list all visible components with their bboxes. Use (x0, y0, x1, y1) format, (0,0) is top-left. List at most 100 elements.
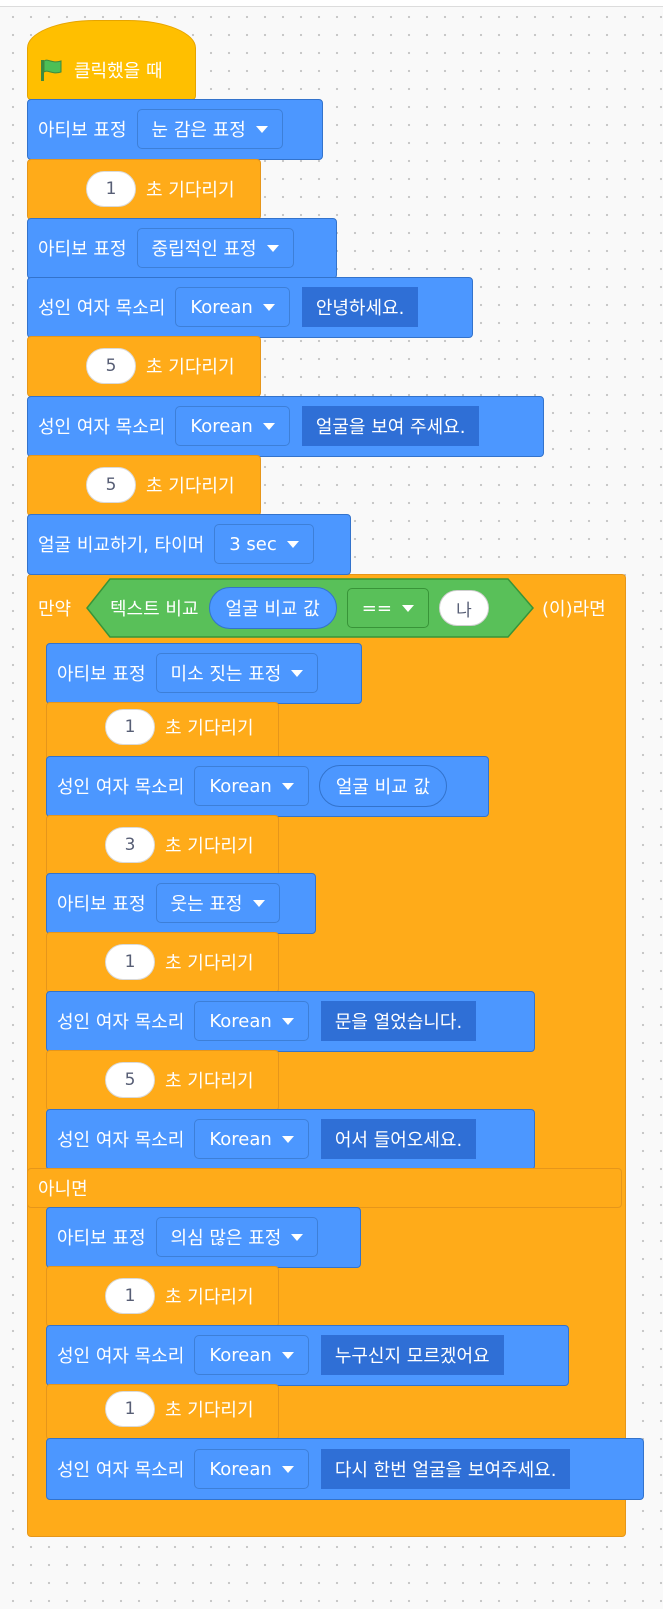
block-label: 성인 여자 목소리 (57, 1130, 185, 1151)
else-row: 아니면 (38, 1174, 88, 1202)
speech-text-input[interactable]: 누구신지 모르겠어요 (320, 1335, 504, 1375)
if-suffix-row: (이)라면 (542, 588, 606, 628)
speak-row: 성인 여자 목소리 Korean 얼굴을 보여 주세요. (38, 405, 480, 447)
wait-row: 5 초 기다리기 (105, 1060, 254, 1100)
language-dropdown[interactable]: Korean (194, 1119, 309, 1159)
language-dropdown[interactable]: Korean (175, 406, 290, 446)
speak-row: 성인 여자 목소리 Korean 어서 들어오세요. (57, 1118, 477, 1160)
wait-seconds-input[interactable]: 3 (105, 827, 155, 863)
expression-dropdown[interactable]: 중립적인 표정 (136, 228, 294, 268)
expression-row: 아티보 표정 웃는 표정 (57, 882, 280, 924)
caret-down-icon (291, 669, 304, 677)
block-label: 성인 여자 목소리 (57, 1460, 185, 1481)
block-label: 아티보 표정 (38, 120, 127, 141)
face-compare-value-reporter[interactable]: 얼굴 비교 값 (208, 587, 337, 629)
dropdown-value: Korean (190, 415, 253, 437)
wait-seconds-input[interactable]: 1 (105, 1278, 155, 1314)
caret-down-icon (281, 1017, 294, 1025)
dropdown-value: 미소 짓는 표정 (170, 664, 282, 685)
caret-down-icon (281, 1465, 294, 1473)
dropdown-value: Korean (209, 1344, 272, 1366)
wait-seconds-input[interactable]: 1 (105, 709, 155, 745)
caret-down-icon (262, 303, 275, 311)
block-label: 아티보 표정 (57, 1228, 146, 1249)
language-dropdown[interactable]: Korean (175, 287, 290, 327)
speak-row: 성인 여자 목소리 Korean 누구신지 모르겠어요 (57, 1334, 504, 1376)
caret-down-icon (291, 1233, 304, 1241)
top-edge (0, 0, 663, 7)
speech-text-input[interactable]: 어서 들어오세요. (320, 1119, 477, 1159)
expression-row: 아티보 표정 중립적인 표정 (38, 227, 294, 269)
speech-text-input[interactable]: 안녕하세요. (301, 287, 419, 327)
speak-row: 성인 여자 목소리 Korean 다시 한번 얼굴을 보여주세요. (57, 1448, 571, 1490)
block-label: 초 기다리기 (165, 836, 254, 857)
block-label: 성인 여자 목소리 (57, 1346, 185, 1367)
wait-row: 1 초 기다리기 (105, 1276, 254, 1316)
language-dropdown[interactable]: Korean (194, 1001, 309, 1041)
operator-dropdown[interactable]: == (346, 588, 429, 628)
caret-down-icon (286, 540, 299, 548)
caret-down-icon (281, 782, 294, 790)
dropdown-value: 의심 많은 표정 (170, 1228, 282, 1249)
hat-row: 클릭했을 때 (38, 50, 163, 90)
dropdown-value: 3 sec (229, 533, 277, 555)
dropdown-value: Korean (209, 1458, 272, 1480)
wait-block[interactable] (46, 932, 279, 993)
block-label: 성인 여자 목소리 (38, 298, 166, 319)
if-suffix: (이)라면 (542, 599, 606, 620)
caret-down-icon (401, 604, 414, 612)
expression-dropdown[interactable]: 미소 짓는 표정 (155, 653, 319, 693)
language-dropdown[interactable]: Korean (194, 1335, 309, 1375)
block-label: 아티보 표정 (57, 664, 146, 685)
green-flag-icon (41, 59, 62, 81)
wait-row: 1 초 기다리기 (86, 169, 235, 209)
wait-seconds-input[interactable]: 5 (86, 348, 136, 384)
dropdown-value: Korean (190, 296, 253, 318)
block-label: 초 기다리기 (165, 1400, 254, 1421)
caret-down-icon (281, 1135, 294, 1143)
condition-label: 텍스트 비교 (110, 599, 199, 620)
caret-down-icon (266, 244, 279, 252)
wait-seconds-input[interactable]: 1 (105, 1391, 155, 1427)
expression-row: 아티보 표정 의심 많은 표정 (57, 1216, 319, 1258)
wait-block[interactable] (46, 1050, 279, 1111)
block-label: 초 기다리기 (146, 357, 235, 378)
speak-row: 성인 여자 목소리 Korean 문을 열었습니다. (57, 1000, 477, 1042)
wait-block[interactable] (27, 159, 261, 220)
face-compare-value-reporter[interactable]: 얼굴 비교 값 (318, 765, 448, 807)
wait-row: 1 초 기다리기 (105, 1389, 254, 1429)
wait-row: 3 초 기다리기 (105, 825, 254, 865)
speech-text-input[interactable]: 문을 열었습니다. (320, 1001, 477, 1041)
caret-down-icon (255, 125, 268, 133)
dropdown-value: Korean (209, 1010, 272, 1032)
block-label: 성인 여자 목소리 (38, 417, 166, 438)
wait-seconds-input[interactable]: 5 (105, 1062, 155, 1098)
compare-value-input[interactable]: 나 (438, 590, 489, 626)
language-dropdown[interactable]: Korean (194, 766, 309, 806)
wait-block[interactable] (46, 702, 279, 763)
expression-row: 아티보 표정 미소 짓는 표정 (57, 652, 319, 694)
speak-row: 성인 여자 목소리 Korean 얼굴 비교 값 (57, 765, 448, 807)
block-label: 초 기다리기 (146, 476, 235, 497)
timer-dropdown[interactable]: 3 sec (214, 524, 314, 564)
block-label: 성인 여자 목소리 (57, 777, 185, 798)
speech-text-input[interactable]: 얼굴을 보여 주세요. (301, 406, 480, 446)
wait-seconds-input[interactable]: 1 (86, 171, 136, 207)
dropdown-value: == (361, 597, 392, 619)
dropdown-value: Korean (209, 1128, 272, 1150)
wait-row: 5 초 기다리기 (86, 346, 235, 386)
else-label: 아니면 (38, 1179, 88, 1200)
dropdown-value: 중립적인 표정 (151, 239, 257, 260)
expression-dropdown[interactable]: 의심 많은 표정 (155, 1217, 319, 1257)
condition-row: 텍스트 비교 얼굴 비교 값 == 나 (110, 578, 489, 638)
when-flag-clicked-block[interactable] (27, 20, 196, 100)
wait-seconds-input[interactable]: 1 (105, 944, 155, 980)
block-label: 얼굴 비교하기, 타이머 (38, 535, 205, 556)
caret-down-icon (252, 899, 265, 907)
speech-text-input[interactable]: 다시 한번 얼굴을 보여주세요. (320, 1449, 571, 1489)
text-compare-condition[interactable]: 텍스트 비교 얼굴 비교 값 == 나 (86, 578, 534, 638)
expression-dropdown[interactable]: 웃는 표정 (155, 883, 280, 923)
language-dropdown[interactable]: Korean (194, 1449, 309, 1489)
wait-seconds-input[interactable]: 5 (86, 467, 136, 503)
expression-dropdown[interactable]: 눈 감은 표정 (136, 109, 283, 149)
